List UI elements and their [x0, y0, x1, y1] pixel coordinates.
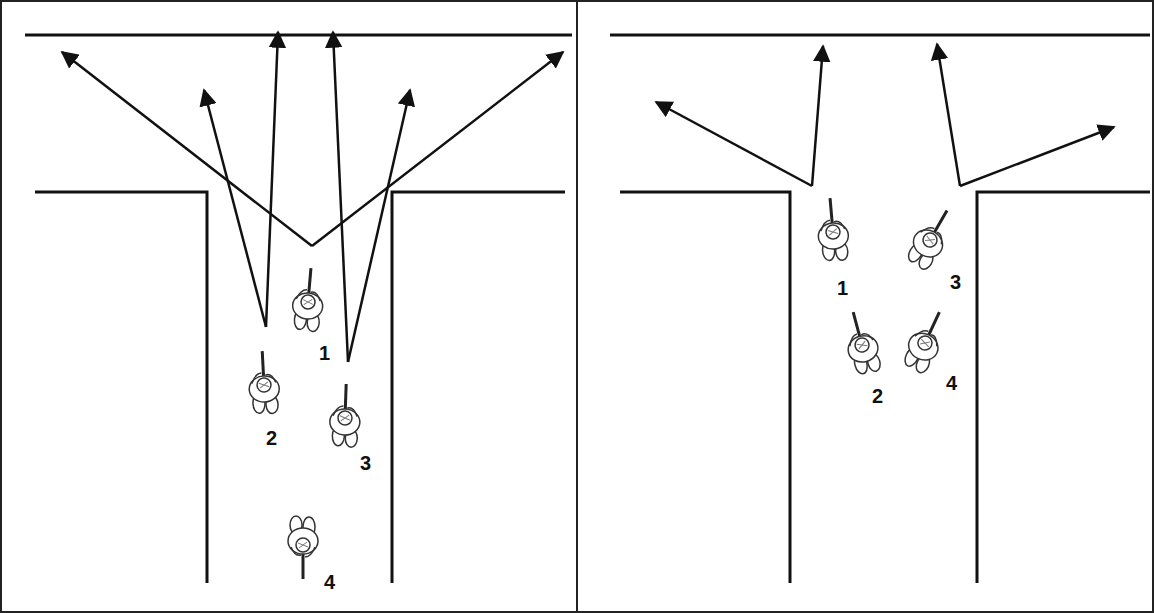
soldiers-left: [247, 267, 361, 579]
callout-number: 1: [319, 343, 330, 363]
sector-arrows-right: [656, 44, 1114, 186]
walls-right: [610, 35, 1150, 583]
callout-number: 1: [837, 278, 848, 298]
callout-number: 3: [360, 453, 371, 473]
panel-divider: [576, 0, 578, 613]
soldiers-right: [815, 197, 960, 377]
callout-number: 4: [946, 373, 957, 393]
callout-number: 2: [266, 428, 277, 448]
callout-number: 2: [872, 386, 883, 406]
sector-arrows-left: [62, 32, 563, 362]
callout-number: 3: [950, 272, 961, 292]
callout-number: 4: [324, 572, 335, 592]
walls-left: [25, 35, 572, 583]
